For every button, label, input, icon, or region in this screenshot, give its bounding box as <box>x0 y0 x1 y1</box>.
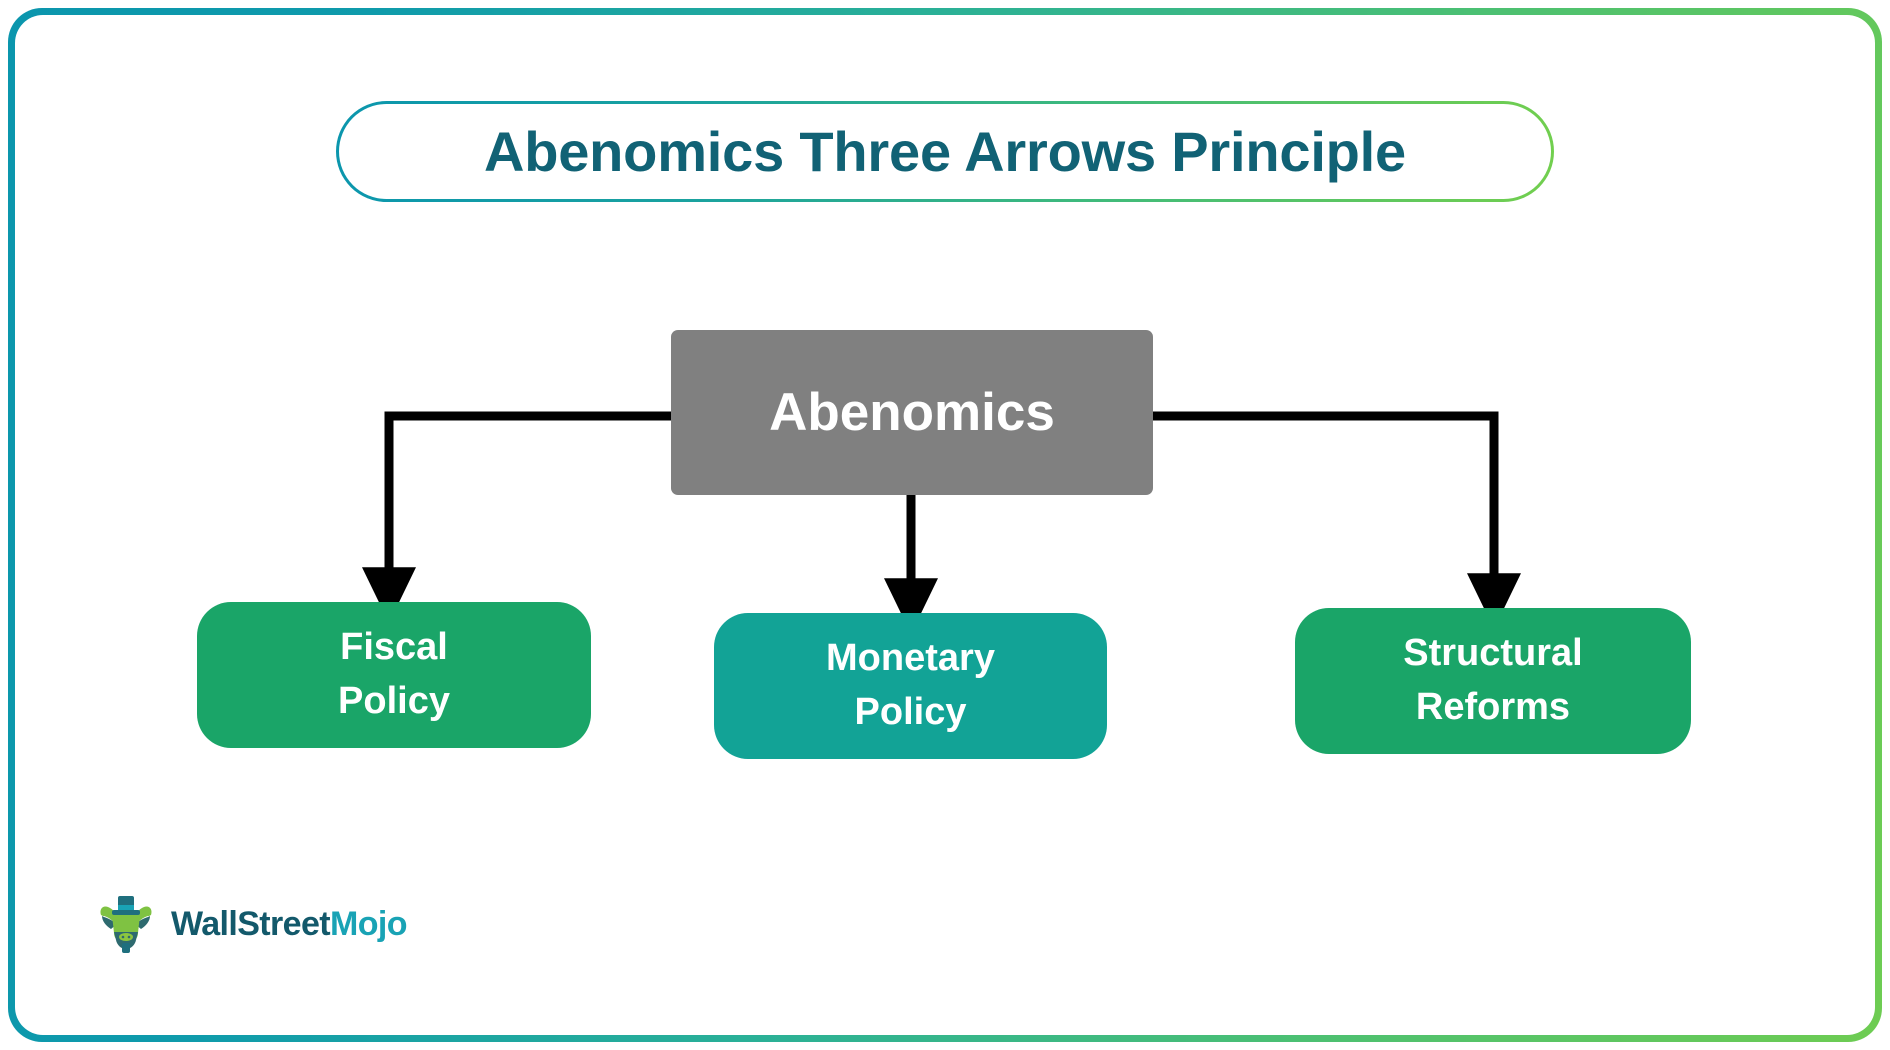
node-fiscal-policy-line2: Policy <box>338 680 450 722</box>
brand-logo: WallStreetMojo <box>95 893 408 955</box>
node-abenomics-label: Abenomics <box>769 382 1055 442</box>
page-title: Abenomics Three Arrows Principle <box>483 120 1406 183</box>
node-fiscal-policy-label: Fiscal Policy <box>324 621 464 729</box>
title-banner-inner: Abenomics Three Arrows Principle <box>339 104 1551 199</box>
bull-mascot-icon <box>100 896 152 953</box>
node-structural-reforms-label: Structural Reforms <box>1389 627 1596 735</box>
brand-logo-text: WallStreetMojo <box>171 904 408 944</box>
brand-logo-text-wallstreet: WallStreet <box>171 904 331 943</box>
node-structural-reforms-line2: Reforms <box>1415 686 1571 728</box>
node-abenomics: Abenomics <box>671 330 1153 495</box>
node-monetary-policy-label: Monetary Policy <box>812 632 1009 740</box>
node-structural-reforms-line1: Structural <box>1403 632 1583 675</box>
title-banner: Abenomics Three Arrows Principle <box>336 101 1554 202</box>
brand-logo-text-mojo: Mojo <box>330 904 408 943</box>
node-monetary-policy-line1: Monetary <box>826 637 995 680</box>
node-fiscal-policy: Fiscal Policy <box>197 602 591 748</box>
node-fiscal-policy-line1: Fiscal <box>340 626 448 669</box>
node-structural-reforms: Structural Reforms <box>1295 608 1691 754</box>
node-monetary-policy-line2: Policy <box>854 691 967 733</box>
node-monetary-policy: Monetary Policy <box>714 613 1107 759</box>
